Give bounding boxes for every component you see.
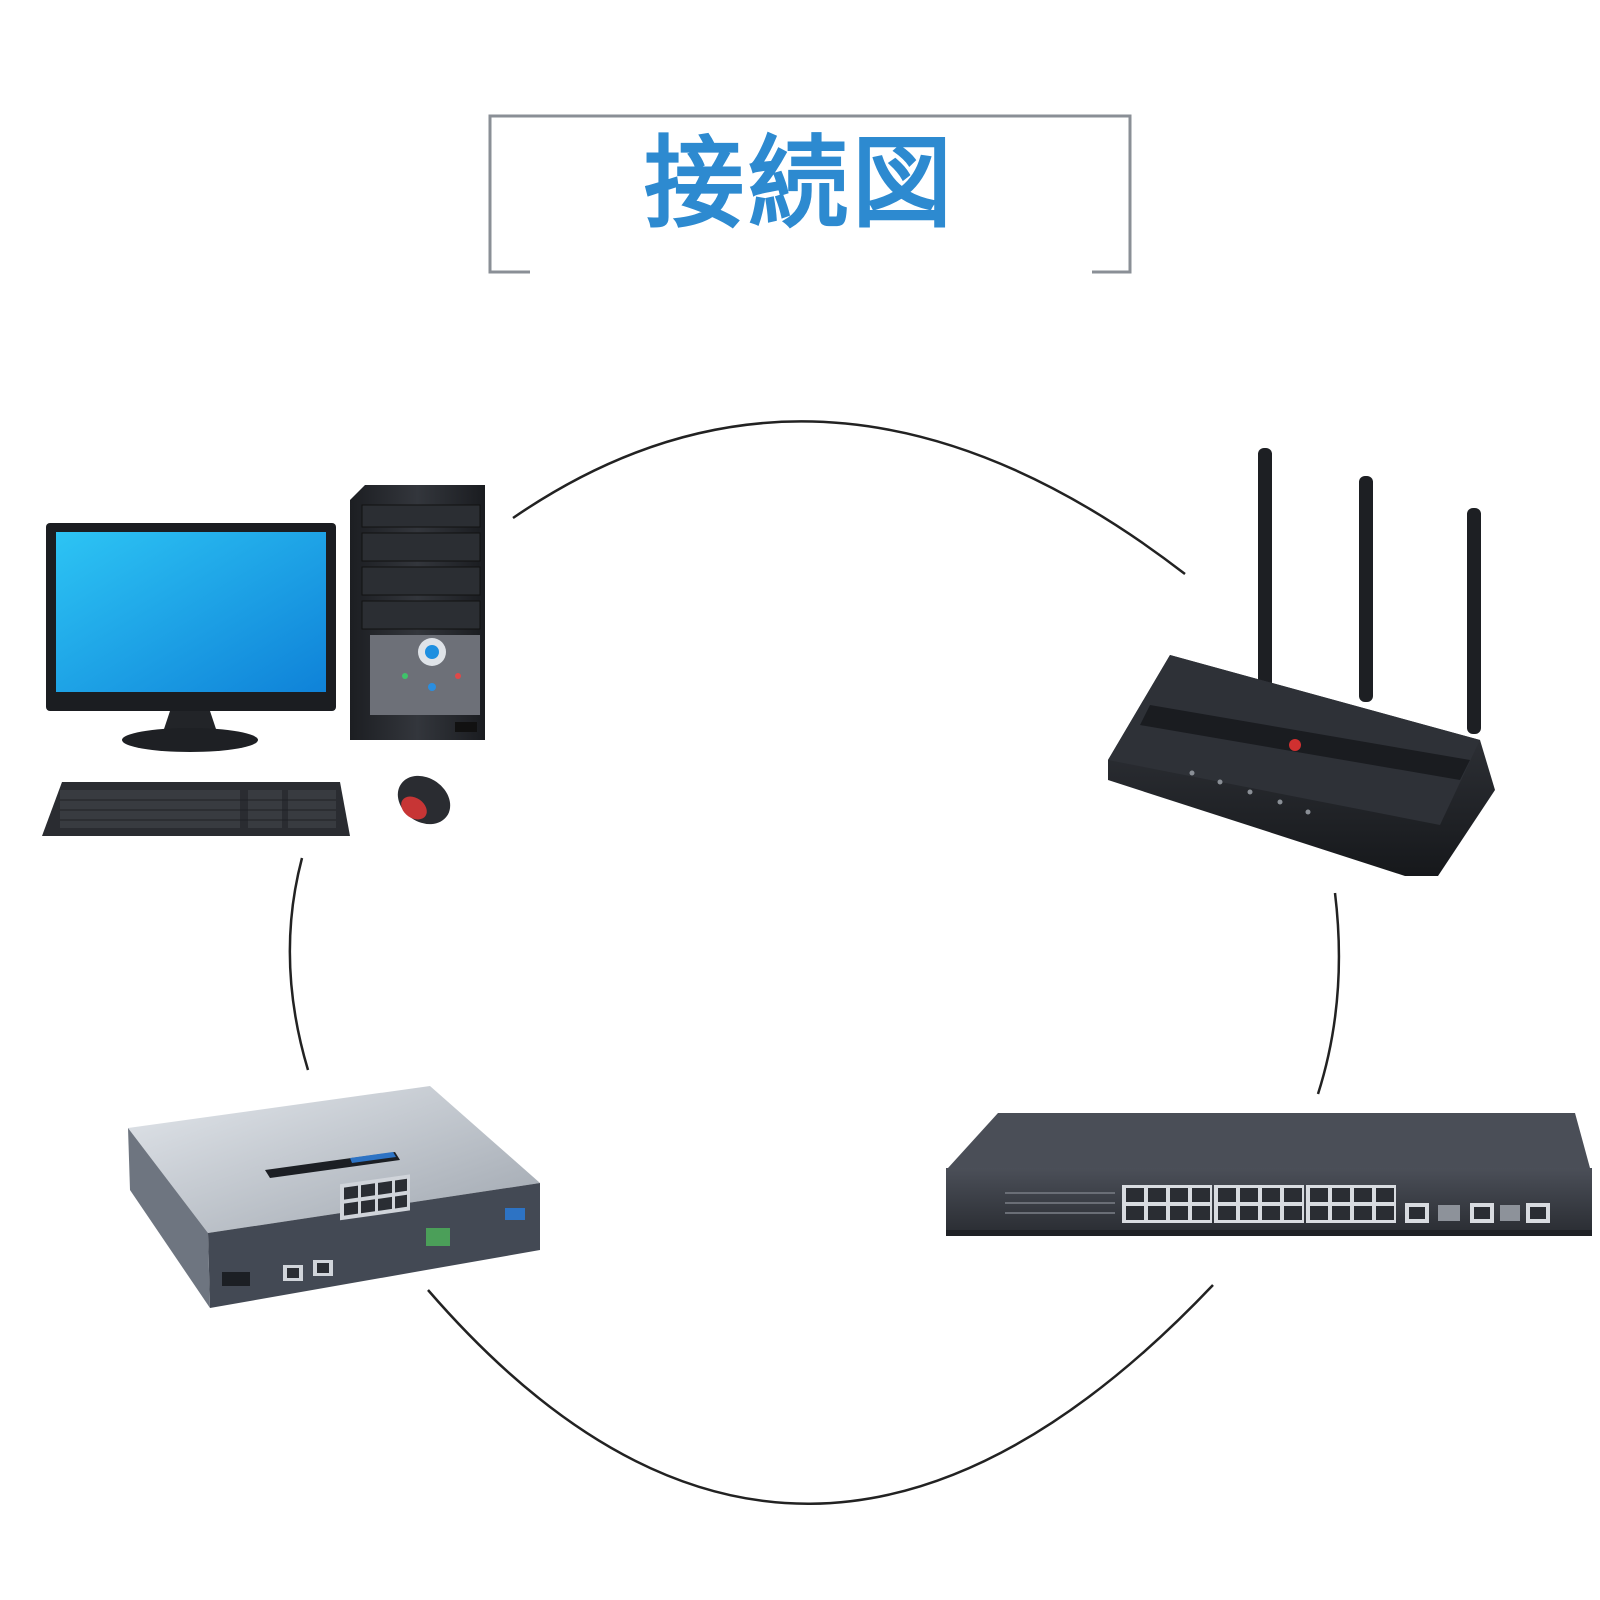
- desktop-computer-icon: [42, 485, 485, 836]
- network-switch-icon: [946, 1113, 1592, 1236]
- link-wired-router-to-pc: [288, 857, 310, 1071]
- wired-router-icon: [128, 1086, 540, 1308]
- diagram-title: 接続図: [644, 124, 956, 242]
- switch-port-block: [1122, 1185, 1396, 1223]
- link-switch-to-wired-router: [427, 1284, 1214, 1505]
- title-frame: [488, 114, 1132, 274]
- connection-ring: [288, 420, 1341, 1505]
- wireless-router-icon: [1108, 448, 1495, 876]
- link-pc-to-wifi-router: [512, 420, 1186, 575]
- link-wifi-router-to-switch: [1316, 892, 1341, 1095]
